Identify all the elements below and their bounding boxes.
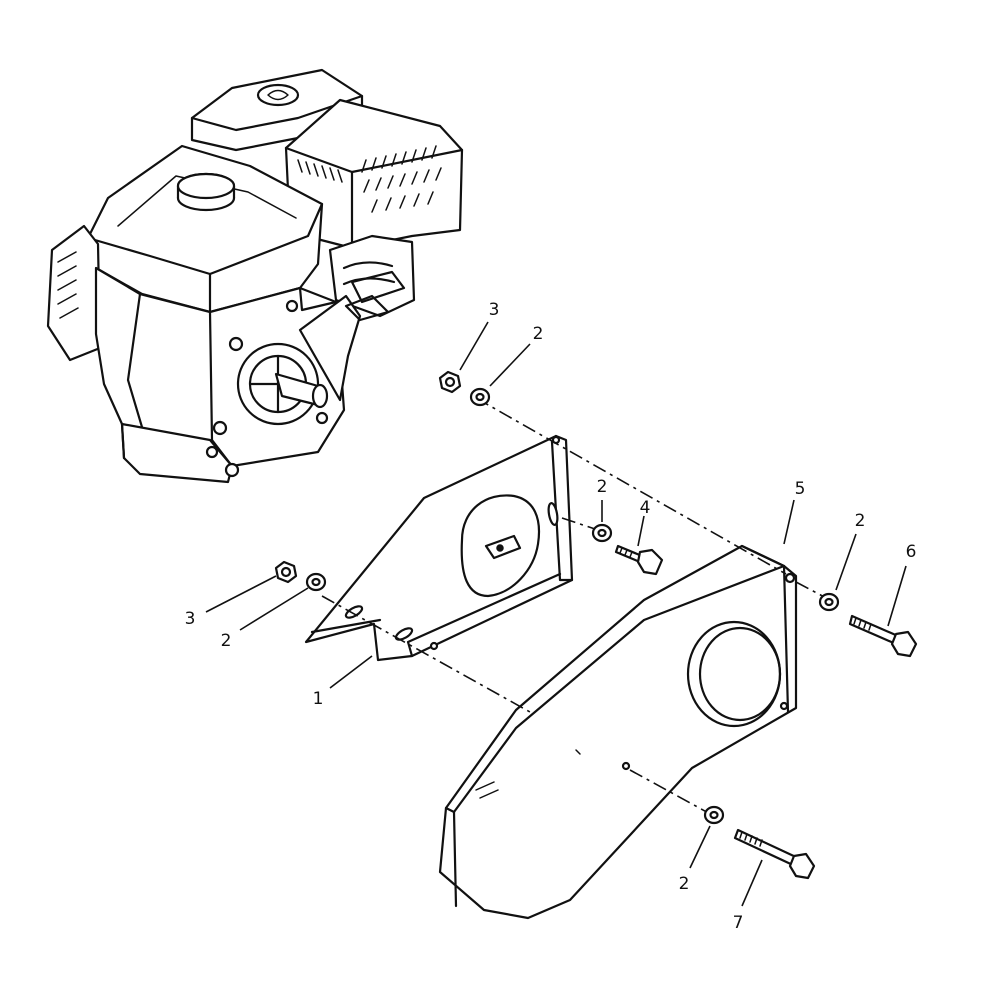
crankshaft bbox=[274, 372, 329, 409]
air-cleaner-vents bbox=[297, 145, 442, 213]
callout-washer-mid: 2 bbox=[597, 477, 608, 497]
washer-lower bbox=[703, 805, 725, 825]
callout-nut-left: 3 bbox=[185, 609, 196, 629]
washer-left bbox=[305, 572, 327, 592]
bolt-right bbox=[848, 614, 918, 658]
washer-mid bbox=[591, 523, 613, 543]
callout-labels: 3 2 2 4 5 2 6 3 2 1 2 7 bbox=[185, 300, 917, 933]
callout-leaders bbox=[205, 321, 907, 907]
callout-washer-upper: 2 bbox=[533, 324, 544, 344]
hex-nut-upper bbox=[438, 370, 462, 394]
recoil-fins bbox=[57, 251, 79, 319]
callout-bolt-short: 4 bbox=[640, 498, 651, 518]
washer-upper bbox=[469, 387, 491, 407]
callout-bolt-long: 7 bbox=[733, 913, 744, 933]
callout-mounting-bracket: 1 bbox=[313, 689, 324, 709]
bolt-long bbox=[733, 828, 816, 880]
mounting-bracket bbox=[304, 434, 574, 662]
bolt-short bbox=[614, 544, 664, 576]
washer-right bbox=[818, 592, 840, 612]
callout-washer-lower: 2 bbox=[679, 874, 690, 894]
engine-assembly bbox=[46, 68, 464, 484]
callout-belt-cover: 5 bbox=[795, 479, 806, 499]
hex-nut-left bbox=[274, 560, 298, 584]
belt-cover bbox=[438, 544, 798, 920]
callout-washer-right: 2 bbox=[855, 511, 866, 531]
callout-washer-left: 2 bbox=[221, 631, 232, 651]
callout-bolt-right: 6 bbox=[906, 542, 917, 562]
callout-nut-upper: 3 bbox=[489, 300, 500, 320]
